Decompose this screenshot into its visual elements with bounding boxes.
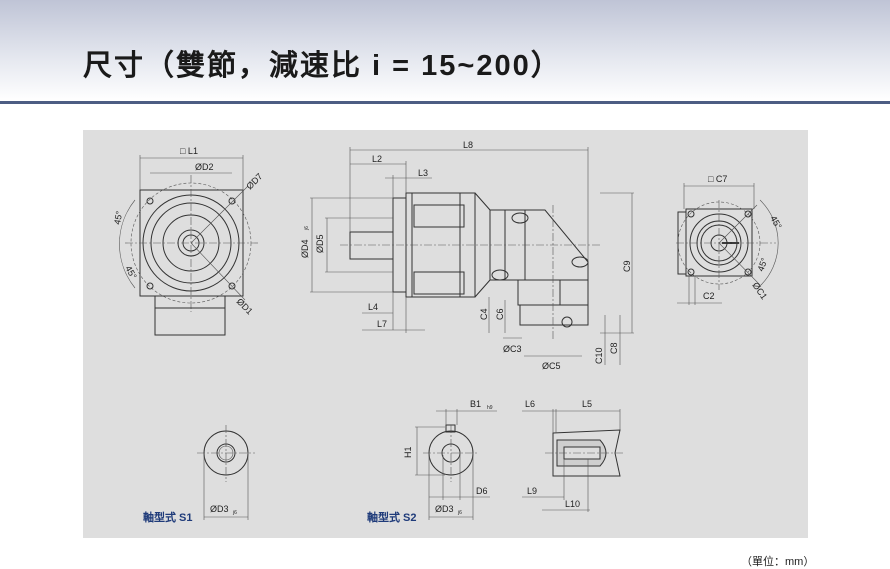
shaft-type-s1: ØD3 j6 軸型式 S1 xyxy=(143,425,255,524)
dim-d7: ØD7 xyxy=(244,171,264,191)
dim-l3: L3 xyxy=(418,168,428,178)
dim-c5: ØC5 xyxy=(542,361,561,371)
dim-h1: H1 xyxy=(403,446,413,458)
dim-c1: ØC1 xyxy=(750,280,769,301)
dim-d1: ØD1 xyxy=(235,296,255,316)
header-divider xyxy=(0,101,890,104)
dim-d3: ØD3 xyxy=(210,504,229,514)
dim-d5: ØD5 xyxy=(315,234,325,253)
dim-d4: ØD4 xyxy=(300,239,310,258)
dim-c4: C4 xyxy=(479,308,489,320)
dim-c7: □ C7 xyxy=(708,174,727,184)
side-view: L8 L2 L3 ØD4 j6 ØD5 L4 L7 C9 C4 C6 ØC3 Ø… xyxy=(300,140,634,371)
dim-l9: L9 xyxy=(527,486,537,496)
unit-note: （單位：mm） xyxy=(741,556,815,568)
dim-l4: L4 xyxy=(368,302,378,312)
dim-l6: L6 xyxy=(525,399,535,409)
dim-b1-tolerance: h9 xyxy=(487,405,493,411)
shaft-section-view: L6 L5 L9 L10 xyxy=(522,399,625,512)
dim-c8: C8 xyxy=(609,342,619,354)
header-band xyxy=(0,0,890,101)
dim-d2: ØD2 xyxy=(195,162,214,172)
page-title: 尺寸（雙節，減速比 i = 15~200） xyxy=(83,50,562,82)
dim-l7: L7 xyxy=(377,319,387,329)
dim-c3: ØC3 xyxy=(503,344,522,354)
angle-bottom: 45° xyxy=(755,256,769,273)
dim-l5: L5 xyxy=(582,399,592,409)
dim-d6: D6 xyxy=(476,486,488,496)
dim-l2: L2 xyxy=(372,154,382,164)
dim-d3-tolerance: j6 xyxy=(232,510,237,516)
dim-l1: □ L1 xyxy=(180,146,198,156)
angle-top: 45° xyxy=(112,210,124,226)
dim-d4-tolerance: j6 xyxy=(304,226,310,231)
front-view: □ L1 ØD2 ØD7 45° 45° ØD1 xyxy=(112,146,265,336)
dim-l8: L8 xyxy=(463,140,473,150)
dim-c9: C9 xyxy=(622,260,632,272)
dim-d3: ØD3 xyxy=(435,504,454,514)
dim-c10: C10 xyxy=(594,347,604,364)
angle-bottom: 45° xyxy=(123,264,139,281)
angle-top: 45° xyxy=(768,214,784,231)
dim-c6: C6 xyxy=(495,308,505,320)
motor-flange-view: □ C7 45° 45° C2 ØC1 xyxy=(676,174,784,305)
dim-l10: L10 xyxy=(565,499,580,509)
dim-d3-tolerance: j6 xyxy=(457,510,462,516)
shaft-type-s2: B1 h9 H1 D6 ØD3 j6 軸型式 S2 xyxy=(367,399,497,524)
dim-c2: C2 xyxy=(703,291,715,301)
caption-s2: 軸型式 S2 xyxy=(367,510,417,524)
caption-s1: 軸型式 S1 xyxy=(143,510,193,524)
dim-b1: B1 xyxy=(470,399,481,409)
